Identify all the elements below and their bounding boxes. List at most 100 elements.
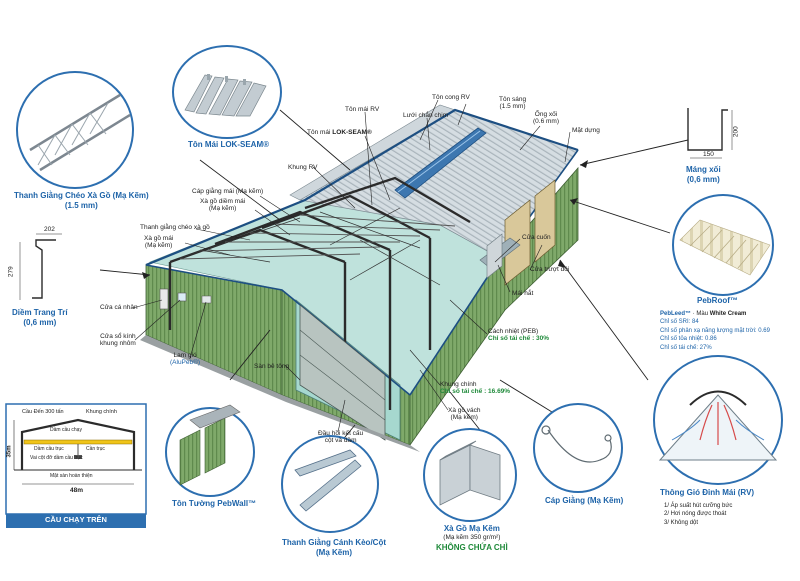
pebleed-color-label: · Màu <box>692 311 709 317</box>
label-dau-hoi-sub: cột và dầm <box>324 437 357 445</box>
xa-go-caption: Xà Gồ Mạ Kẽm (Mạ kẽm 350 gr/m²) KHÔNG CH… <box>436 524 508 553</box>
pebroof-illustration <box>672 194 774 296</box>
label-ton-mai-rv: Tôn mái RV <box>345 106 380 113</box>
label-xa-go-mai-sub: (Mạ kẽm) <box>144 242 173 250</box>
cap-giang-caption: Cáp Giằng (Mạ Kẽm) <box>545 496 624 505</box>
label-san-be-tong: Sàn bê tông <box>254 363 290 370</box>
crane-height: 35m <box>6 445 13 458</box>
thanh-giang-caption: Thanh Giằng Chéo Xà Gồ (Mạ Kẽm) (1.5 mm) <box>14 191 149 212</box>
pebleed-recycle: Chỉ số tái chế: 27% <box>660 344 712 351</box>
gutter-profile <box>687 108 733 159</box>
label-lam-gio: Lam gió (AluPeb®) <box>170 352 200 367</box>
thong-gio-note-3: 3/ Không dột <box>664 519 699 526</box>
thanh-giang-canh-caption: Thanh Giằng Cánh Kèo/Cột (Mạ Kẽm) <box>282 538 386 559</box>
label-xa-go-mai-text: Xà gồ mái <box>144 235 174 242</box>
label-thanh-giang-cheo: Thanh giằng chéo xà gồ <box>140 224 210 231</box>
label-ton-sang-text: Tôn sáng <box>499 96 527 103</box>
diem-trang-tri-caption: Diềm Trang Trí (0,6 mm) <box>12 308 68 329</box>
label-cua-so-kinh-text: Cửa sổ kính <box>100 333 136 340</box>
thanh-giang-canh-subtitle: (Mạ Kẽm) <box>315 548 352 558</box>
label-xa-go-vach-text: Xà gồ vách <box>448 407 481 414</box>
label-dau-hoi: Đầu hồi kết cấu cột và dầm <box>318 430 363 445</box>
pebleed-color: White Cream <box>709 311 747 317</box>
crane-girder: Dầm cầu trục <box>34 446 64 452</box>
xa-go-no-lead: KHÔNG CHỨA CHÌ <box>436 542 508 552</box>
pebwall-caption: Tôn Tường PebWall™ <box>172 499 257 508</box>
mang-dim-height: 200 <box>732 126 740 138</box>
label-lokseam-brand: LOK-SEAM® <box>332 129 372 136</box>
label-ton-sang: Tôn sáng (1.5 mm) <box>499 96 526 111</box>
diem-dim-height: 279 <box>7 266 15 278</box>
ridge-vent-illustration <box>653 355 783 485</box>
label-cach-nhiet-text: Cách nhiệt (PEB) <box>488 328 539 335</box>
label-khung-rv: Khung RV <box>288 164 318 171</box>
label-ton-mai-text: Tôn mái <box>307 129 331 136</box>
pebleed-specs: PebLeed™ · Màu White Cream Chỉ số SRI: 8… <box>660 310 770 352</box>
label-ong-xoi-text: Ống xối <box>534 111 558 118</box>
label-khung-chinh: Khung chính Chỉ số tái chế : 16.69% <box>440 381 510 396</box>
crane-floor: Mặt sàn hoàn thiện <box>50 473 93 479</box>
pebleed-reflect: Chỉ số phản xạ năng lượng mặt trời: 0.69 <box>660 327 770 334</box>
cau-chay-caption: CẦU CHẠY TRÊN <box>45 515 107 524</box>
crane-bracket: Vai cột đỡ dầm cầu trục <box>30 455 83 461</box>
cable-illustration <box>533 403 623 493</box>
thanh-giang-title: Thanh Giằng Chéo Xà Gồ (Mạ Kẽm) <box>14 191 149 200</box>
mang-dim-width: 150 <box>703 151 714 158</box>
label-cua-so-kinh: Cửa sổ kính khung nhôm <box>100 333 136 348</box>
ridge-vent <box>394 127 487 199</box>
label-xa-go-diem-mai-sub: (Mạ kẽm) <box>208 205 237 213</box>
label-lam-gio-sub: (AluPeb®) <box>170 359 201 367</box>
label-cua-cuon: Cửa cuốn <box>522 234 551 241</box>
pebwall-illustration <box>165 404 255 497</box>
label-dau-hoi-text: Đầu hồi kết cấu <box>318 430 364 437</box>
label-khung-chinh-recycle: Chỉ số tái chế : 16.69% <box>440 388 511 396</box>
label-xa-go-mai: Xà gồ mái (Mạ kẽm) <box>144 235 173 250</box>
label-cach-nhiet: Cách nhiệt (PEB) Chỉ số tái chế : 30% <box>488 328 549 343</box>
label-xa-go-diem-mai-text: Xà gồ diềm mái <box>200 198 246 205</box>
flange-brace-illustration <box>281 435 379 533</box>
label-ong-xoi: Ống xối (0.6 mm) <box>533 111 559 126</box>
diem-dim-width: 202 <box>44 226 55 233</box>
label-mai-hat: Mái hắt <box>512 290 534 297</box>
mang-xoi-title: Máng xối <box>686 165 721 174</box>
xa-go-subtitle: (Mạ kẽm 350 gr/m²) <box>443 534 501 542</box>
thong-gio-note-2: 2/ Hơi nóng được thoát <box>664 511 727 518</box>
end-door <box>299 304 386 441</box>
diem-trang-tri-subtitle: (0,6 mm) <box>23 318 57 328</box>
crane-runway-beam: Dầm cầu chạy <box>50 427 82 433</box>
thong-gio-notes: 1/ Áp suất hút cưỡng bức 2/ Hơi nóng đượ… <box>664 502 732 527</box>
crane-load: Cầu Đến 300 tấn <box>22 409 64 415</box>
label-ton-mai-lokseam: Tôn mái LOK-SEAM® <box>307 129 372 136</box>
mang-xoi-caption: Máng xối (0,6 mm) <box>686 165 721 186</box>
thong-gio-note-1: 1/ Áp suất hút cưỡng bức <box>664 503 733 509</box>
leader-lines <box>99 99 689 456</box>
pebleed-emit: Chỉ số tỏa nhiệt: 0.86 <box>660 336 717 343</box>
crane-main-frame: Khung chính <box>86 409 117 415</box>
label-xa-go-vach-sub: (Mạ kẽm) <box>450 414 478 422</box>
pebleed-sri: Chỉ số SRI: 84 <box>660 319 699 326</box>
label-cua-ca-nhan: Cửa cá nhân <box>100 304 138 311</box>
label-cach-nhiet-recycle: Chỉ số tái chế : 30% <box>488 335 550 343</box>
main-building <box>140 104 579 452</box>
thong-gio-caption: Thông Gió Đỉnh Mái (RV) <box>660 488 755 497</box>
mang-xoi-subtitle: (0,6 mm) <box>686 175 720 185</box>
diem-trang-tri-title: Diềm Trang Trí <box>12 308 68 317</box>
crane-hoist: Cần trục <box>86 446 105 452</box>
lokseam-illustration <box>172 45 282 139</box>
label-mat-dung: Mặt dựng <box>572 127 600 134</box>
label-cua-so-kinh-sub: khung nhôm <box>100 340 136 348</box>
label-luoi-chan-chim: Lưới chắn chim <box>403 112 449 119</box>
pebroof-caption: PebRoof™ <box>697 296 738 305</box>
label-cap-giang-mai: Cáp giằng mái (Mạ kẽm) <box>192 188 264 195</box>
trim-profile <box>19 233 62 300</box>
label-xa-go-diem-mai: Xà gồ diềm mái (Mạ kẽm) <box>200 198 245 213</box>
purlin-bracing-illustration <box>16 71 134 189</box>
label-lam-gio-text: Lam gió <box>173 352 197 359</box>
label-ton-cong-rv: Tôn cong RV <box>432 94 470 101</box>
label-ong-xoi-sub: (0.6 mm) <box>533 118 559 126</box>
crane-span: 48m <box>70 487 84 494</box>
xa-go-title: Xà Gồ Mạ Kẽm <box>443 524 500 533</box>
thanh-giang-canh-title: Thanh Giằng Cánh Kèo/Cột <box>282 538 386 547</box>
